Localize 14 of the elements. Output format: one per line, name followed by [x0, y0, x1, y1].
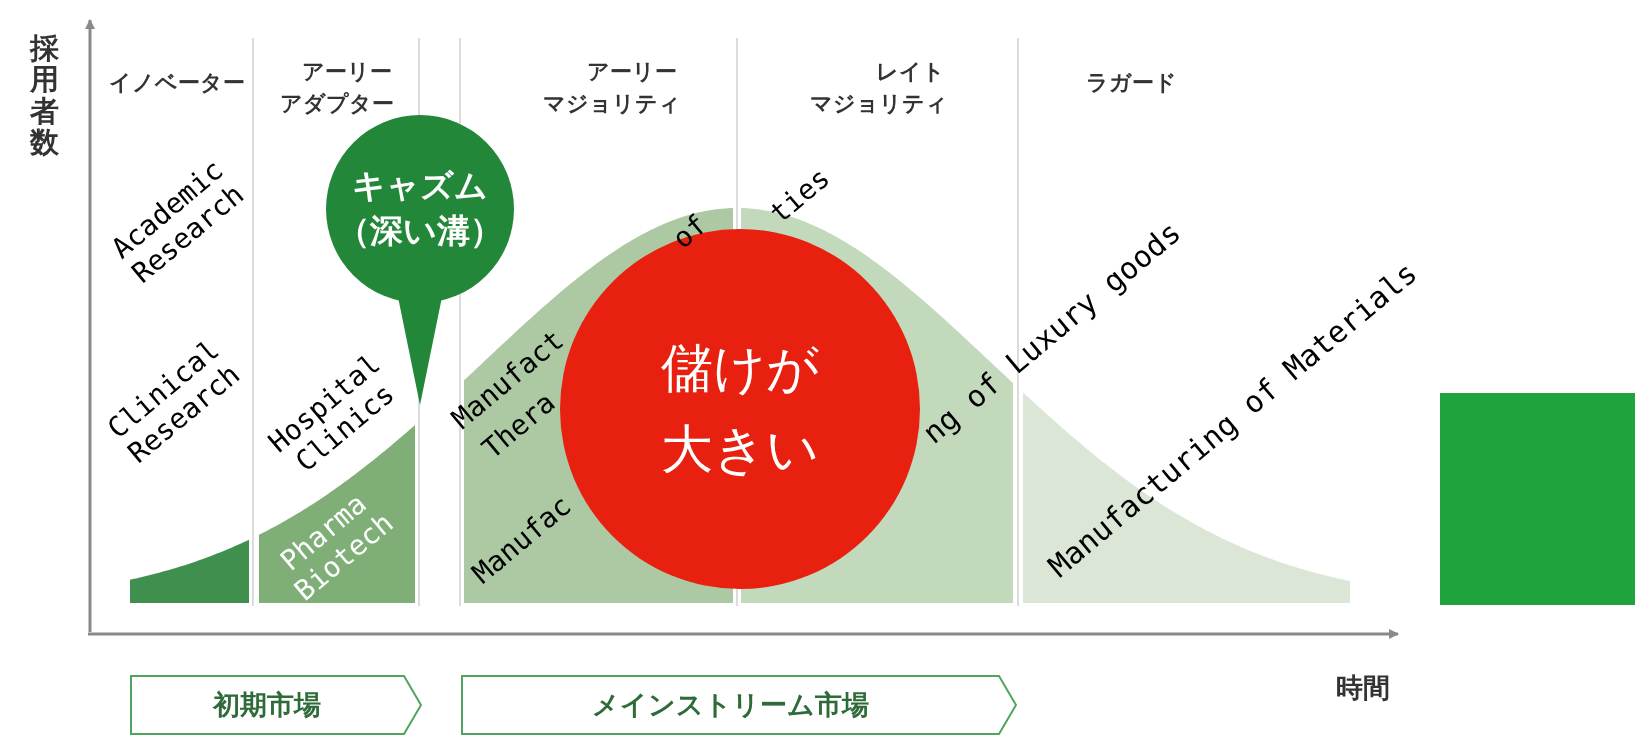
market-label: メインストリーム市場: [591, 688, 869, 722]
column-header: レイトマジョリティ: [809, 58, 949, 118]
column-header: アーリーマジョリティ: [542, 58, 682, 118]
column-header: ラガード: [1085, 69, 1177, 98]
column-header: アーリーアダプター: [279, 58, 395, 118]
circle-text: 儲けが大きい: [660, 337, 820, 481]
column-header: イノベーター: [109, 69, 245, 98]
bubble-text: （深い溝）: [337, 210, 503, 252]
segment-label: ties: [763, 162, 837, 230]
axis-label: 採用者数: [28, 33, 60, 159]
segment-label: of: [666, 208, 714, 256]
market-label: 初期市場: [213, 688, 321, 722]
axis-label: 時間: [1336, 671, 1390, 705]
bubble-text: キャズム: [352, 165, 488, 208]
